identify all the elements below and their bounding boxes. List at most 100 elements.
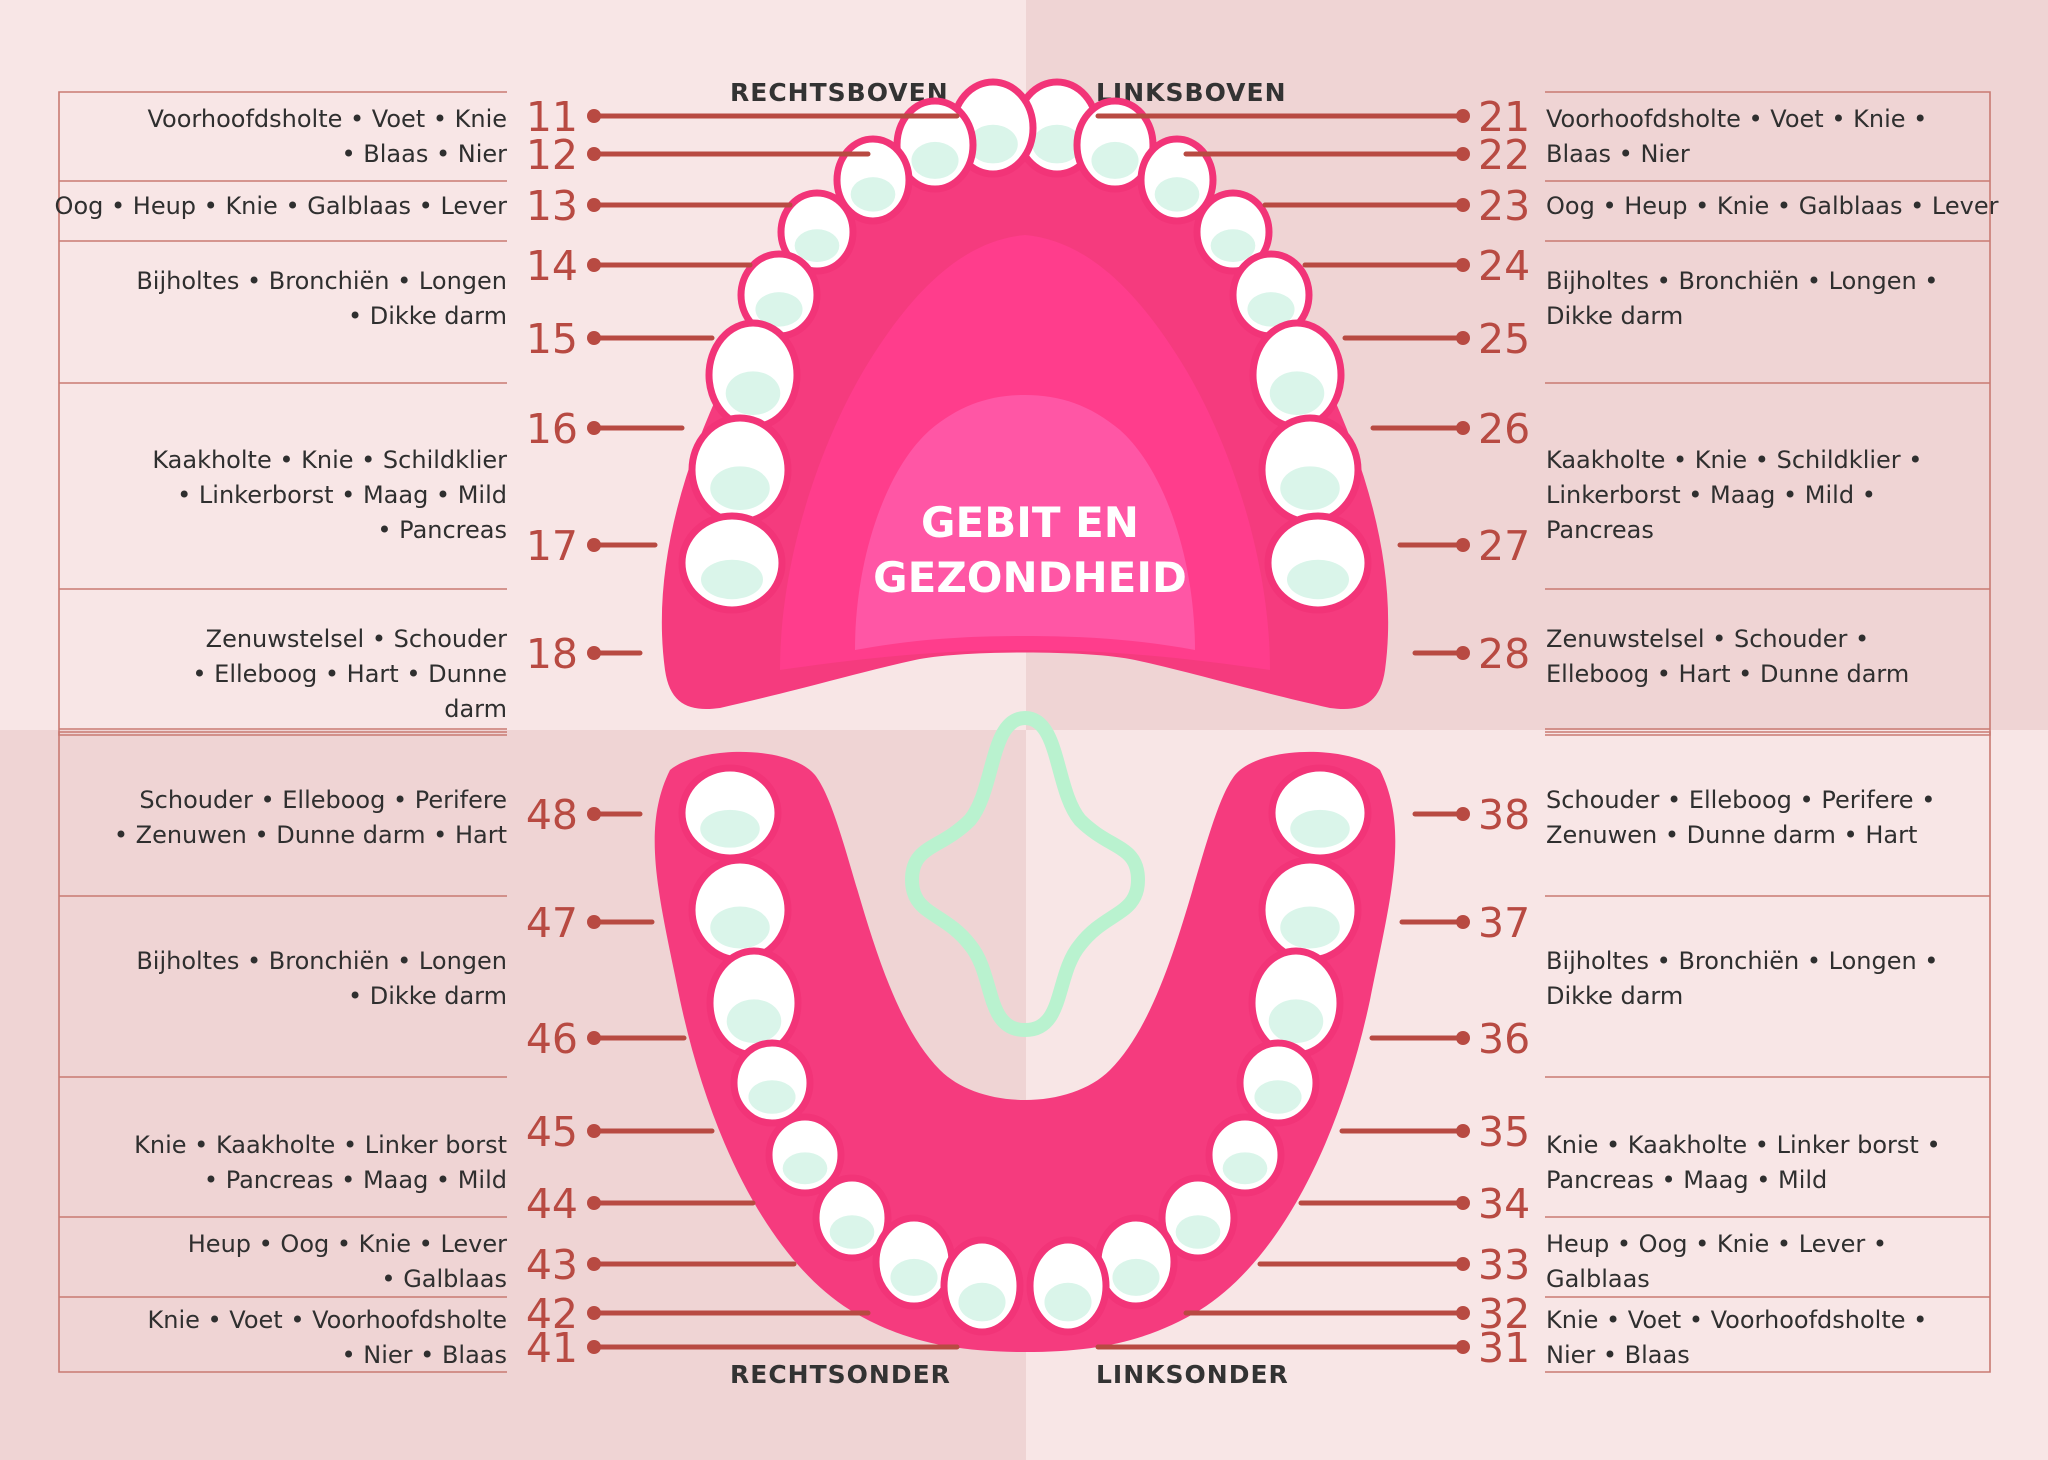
tooth-33-number: 33: [1478, 1241, 1530, 1289]
tooth-43-dot: [587, 1257, 601, 1271]
tooth-15: [737, 250, 821, 340]
tooth-26: [1249, 319, 1345, 431]
tooth-35-dot: [1456, 1124, 1470, 1138]
tooth-37: [1258, 856, 1362, 964]
tooth-23-number: 23: [1478, 182, 1530, 230]
tooth-26-dot: [1456, 421, 1470, 435]
tooth-18-dot: [587, 646, 601, 660]
label-upper-right: RECHTSBOVEN: [730, 78, 949, 107]
tooth-32-number: 32: [1478, 1290, 1530, 1338]
tooth-41-number: 41: [526, 1324, 578, 1372]
tooth-23: [1137, 135, 1217, 225]
left-boxes: [58, 91, 507, 1373]
tooth-36-dot: [1456, 1031, 1470, 1045]
tooth-11-dot: [587, 109, 601, 123]
tooth-44-number: 44: [526, 1180, 578, 1228]
organs-lr-2: Bijholtes • Bronchiën • Longen• Dikke da…: [136, 947, 507, 1010]
tooth-45-number: 45: [526, 1108, 578, 1156]
tooth-25-number: 25: [1478, 315, 1530, 363]
tooth-48-number: 48: [526, 791, 578, 839]
tooth-22: [1073, 97, 1157, 193]
organs-ur-3: Bijholtes • Bronchiën • Longen• Dikke da…: [136, 267, 507, 330]
tooth-43-number: 43: [526, 1241, 578, 1289]
organs-ul-3: Bijholtes • Bronchiën • Longen •Dikke da…: [1546, 267, 1938, 330]
tooth-12-dot: [587, 147, 601, 161]
tooth-48-dot: [587, 807, 601, 821]
tooth-23-dot: [1456, 198, 1470, 212]
tooth-42-dot: [587, 1306, 601, 1320]
organs-lr-5: Knie • Voet • Voorhoofdsholte• Nier • Bl…: [148, 1306, 508, 1369]
tooth-32: [1094, 1214, 1178, 1310]
tooth-45: [730, 1039, 814, 1127]
tooth-26-number: 26: [1478, 405, 1530, 453]
tongue-outline: [904, 710, 1146, 1038]
tooth-46-number: 46: [526, 1015, 578, 1063]
organs-ll-4: Heup • Oog • Knie • Lever •Galblaas: [1546, 1230, 1887, 1293]
tooth-15-number: 15: [526, 315, 578, 363]
tooth-18: [678, 512, 786, 614]
tooth-35: [1236, 1039, 1320, 1127]
tooth-34: [1205, 1113, 1285, 1197]
tooth-13: [833, 135, 913, 225]
organs-ll-1: Schouder • Elleboog • Perifere •Zenuwen …: [1546, 786, 1935, 849]
label-lower-right: RECHTSONDER: [730, 1360, 951, 1389]
tooth-27-number: 27: [1478, 522, 1530, 570]
tooth-37-number: 37: [1478, 899, 1530, 947]
tooth-42-number: 42: [526, 1290, 578, 1338]
tooth-16-number: 16: [526, 405, 578, 453]
tooth-13-dot: [587, 198, 601, 212]
right-boxes: [1545, 91, 1991, 1373]
tooth-17-number: 17: [526, 522, 578, 570]
tooth-44-dot: [587, 1196, 601, 1210]
tooth-14-number: 14: [526, 242, 578, 290]
tooth-47-number: 47: [526, 899, 578, 947]
tooth-32-dot: [1456, 1306, 1470, 1320]
organs-ll-5: Knie • Voet • Voorhoofdsholte •Nier • Bl…: [1546, 1306, 1927, 1369]
organs-lr-4: Heup • Oog • Knie • Lever• Galblaas: [188, 1230, 507, 1293]
organs-ll-3: Knie • Kaakholte • Linker borst •Pancrea…: [1546, 1131, 1941, 1194]
tooth-31: [1026, 1236, 1110, 1336]
tooth-25: [1229, 250, 1313, 340]
tooth-36-number: 36: [1478, 1015, 1530, 1063]
organs-ur-4: Kaakholte • Knie • Schildklier• Linkerbo…: [152, 446, 507, 544]
tooth-17: [688, 414, 792, 526]
tooth-24-dot: [1456, 258, 1470, 272]
tooth-38-number: 38: [1478, 791, 1530, 839]
tooth-48: [678, 764, 782, 862]
tooth-44: [765, 1113, 845, 1197]
tooth-24-number: 24: [1478, 242, 1530, 290]
organs-ul-5: Zenuwstelsel • Schouder •Elleboog • Hart…: [1546, 625, 1909, 688]
tooth-21-number: 21: [1478, 93, 1530, 141]
diagram-title-line1: GEBIT EN: [921, 498, 1139, 547]
tooth-34-dot: [1456, 1196, 1470, 1210]
organs-ur-1: Voorhoofdsholte • Voet • Knie• Blaas • N…: [148, 105, 508, 168]
tooth-22-number: 22: [1478, 131, 1530, 179]
organs-lr-3: Knie • Kaakholte • Linker borst• Pancrea…: [134, 1131, 507, 1194]
tooth-38-dot: [1456, 807, 1470, 821]
tooth-25-dot: [1456, 331, 1470, 345]
tooth-31-number: 31: [1478, 1324, 1530, 1372]
organs-lr-1: Schouder • Elleboog • Perifere• Zenuwen …: [114, 786, 507, 849]
diagram-title-line2: GEZONDHEID: [873, 553, 1187, 602]
tooth-12-number: 12: [526, 131, 578, 179]
tooth-31-dot: [1456, 1340, 1470, 1354]
tooth-14: [777, 189, 857, 275]
tooth-37-dot: [1456, 915, 1470, 929]
organs-ur-2: Oog • Heup • Knie • Galblaas • Lever: [55, 192, 508, 220]
organs-ll-2: Bijholtes • Bronchiën • Longen •Dikke da…: [1546, 947, 1938, 1010]
tooth-16: [705, 319, 801, 431]
tooth-47-dot: [587, 915, 601, 929]
tooth-38: [1268, 764, 1372, 862]
tooth-28-number: 28: [1478, 630, 1530, 678]
tooth-11-number: 11: [526, 93, 578, 141]
tooth-13-number: 13: [526, 182, 578, 230]
tooth-42: [872, 1214, 956, 1310]
tooth-36: [1248, 947, 1344, 1059]
tooth-41: [940, 1236, 1024, 1336]
tooth-15-dot: [587, 331, 601, 345]
tooth-41-dot: [587, 1340, 601, 1354]
tooth-28-dot: [1456, 646, 1470, 660]
tooth-45-dot: [587, 1124, 601, 1138]
tooth-46-dot: [587, 1031, 601, 1045]
tooth-34-number: 34: [1478, 1180, 1530, 1228]
